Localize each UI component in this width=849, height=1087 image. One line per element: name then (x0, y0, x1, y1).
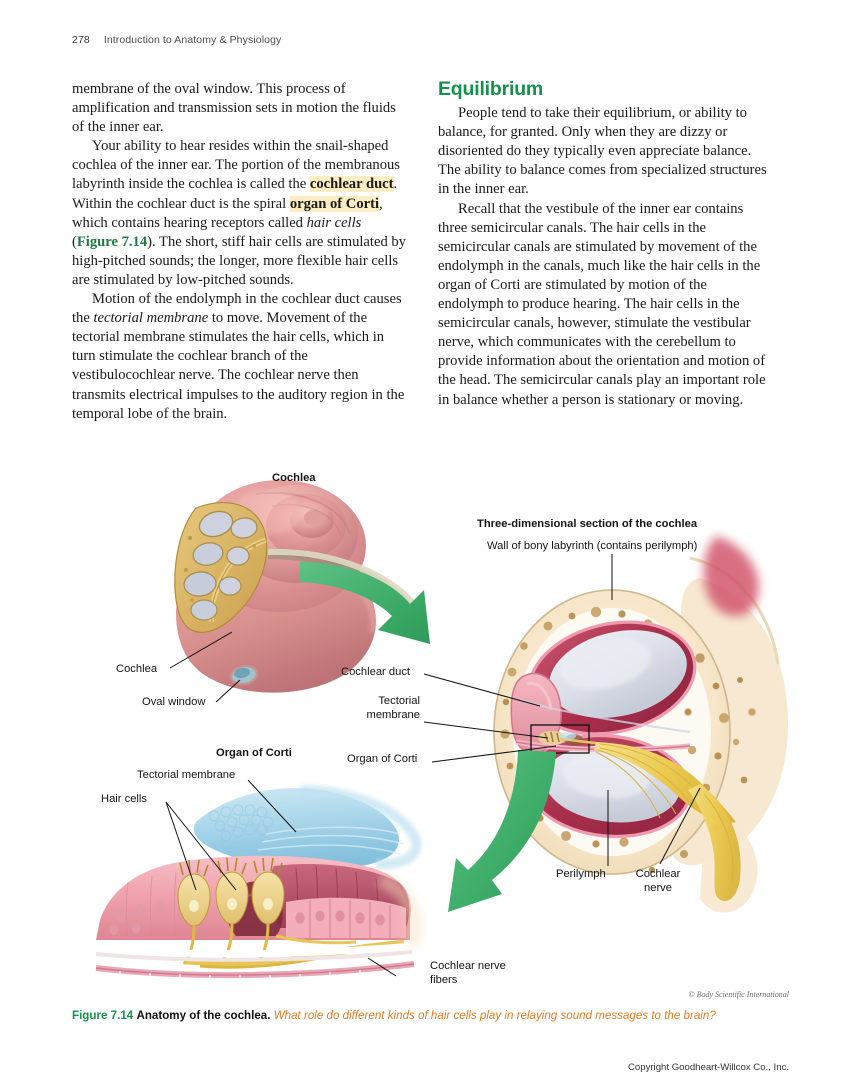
label-three-dimensional-section: Three-dimensional section of the cochlea (477, 518, 698, 530)
key-term-organ-of-corti: organ of Corti (289, 195, 380, 212)
book-title: Introduction to Anatomy & Physiology (103, 34, 282, 46)
paragraph-3: Motion of the endolymph in the cochlear … (72, 290, 410, 424)
label-organ-of-corti-title: Organ of Corti (216, 747, 292, 759)
figure-reference-link[interactable]: Figure 7.14 (76, 233, 148, 250)
scala-vestibuli (527, 620, 697, 736)
oval-window-marker (229, 664, 259, 686)
cochlea-snail-illustration (174, 480, 430, 693)
hair-cells-group (177, 857, 285, 965)
cochlea-anatomy-svg (95, 480, 789, 981)
label-cochlear-nerve-fibers: Cochlear nerve fibers (430, 960, 506, 987)
label-tectorial-membrane-right: Tectorial membrane (310, 695, 420, 722)
key-term-cochlear-duct: cochlear duct (309, 176, 394, 193)
running-head: 278 Introduction to Anatomy & Physiology (72, 34, 281, 46)
paragraph-3-text-a: Motion of the endolymph in the cochlear … (72, 291, 402, 327)
paragraph-2-text-b: . Within the cochlear duct is the spiral (72, 176, 398, 212)
paragraph-2-text-e: ). The short, stiff hair cells are stimu… (72, 233, 406, 288)
italic-hair-cells: hair cells (306, 214, 362, 231)
label-nerve-fibers-line2: fibers (430, 973, 458, 986)
label-cochlear-nerve: Cochlear nerve (626, 868, 690, 895)
organ-of-corti-illustration (95, 785, 422, 981)
label-cochlear-nerve-line1: Cochlear (635, 868, 681, 880)
label-organ-of-corti-right: Organ of Corti (347, 753, 418, 765)
body-column-left: membrane of the oval window. This proces… (72, 80, 410, 424)
paragraph-1-text: membrane of the oval window. This proces… (72, 81, 396, 136)
leader-lines (165, 554, 701, 977)
paragraph-2-text-d: ( (72, 233, 77, 250)
label-cochlear-duct: Cochlear duct (341, 666, 411, 678)
page-number: 278 (72, 34, 90, 46)
label-cochlear-nerve-line2: nerve (644, 881, 672, 894)
paragraph-2: Your ability to hear resides within the … (72, 137, 410, 290)
label-nerve-fibers-line1: Cochlear nerve (430, 960, 506, 972)
label-tectorial-line1: Tectorial (378, 695, 420, 707)
label-cochlea-title: Cochlea (272, 472, 316, 484)
paragraph-2-text-a: Your ability to hear resides within the … (72, 138, 400, 193)
cochlea-cross-section-illustration (448, 536, 789, 913)
body-column-right: Equilibrium People tend to take their eq… (438, 78, 776, 410)
magnify-arrow-top (267, 548, 430, 644)
illustration-credit: © Body Scientific International (688, 990, 790, 999)
paragraph-1: membrane of the oval window. This proces… (72, 80, 410, 137)
caption-title: Anatomy of the cochlea. (136, 1009, 271, 1022)
page-copyright: Copyright Goodheart-Willcox Co., Inc. (627, 1062, 789, 1073)
label-hair-cells: Hair cells (101, 793, 148, 805)
label-perilymph: Perilymph (556, 868, 606, 880)
caption-number: Figure 7.14 (72, 1009, 134, 1022)
italic-tectorial-membrane: tectorial membrane (93, 310, 209, 327)
caption-question: What role do different kinds of hair cel… (273, 1009, 716, 1022)
figure-7-14-illustration: Cochlea Cochlea Oval window Three-dimens… (0, 450, 849, 1020)
paragraph-4: People tend to take their equilibrium, o… (438, 105, 767, 198)
magnify-arrow-bottom (448, 750, 556, 912)
cochlea-cross-section-cutaway (174, 501, 268, 633)
supporting-cells-right (286, 897, 406, 938)
section-heading-equilibrium: Equilibrium (438, 78, 544, 100)
label-oval-window: Oval window (142, 696, 206, 708)
label-cochlea: Cochlea (116, 663, 158, 675)
paragraph-3-text-b: to move. Movement of the tectorial membr… (72, 310, 405, 422)
paragraph-5: Recall that the vestibule of the inner e… (438, 200, 766, 408)
label-tectorial-membrane-left: Tectorial membrane (137, 769, 236, 781)
cochlear-nerve-fan (594, 742, 741, 902)
label-wall-of-bony-labyrinth: Wall of bony labyrinth (contains perilym… (487, 540, 698, 552)
organ-of-corti-callout-box (530, 724, 597, 754)
label-tectorial-line2: membrane (366, 708, 420, 721)
paragraph-2-text-c: , which contains hearing receptors calle… (72, 195, 383, 231)
figure-caption: Figure 7.14 Anatomy of the cochlea. What… (72, 1008, 792, 1023)
